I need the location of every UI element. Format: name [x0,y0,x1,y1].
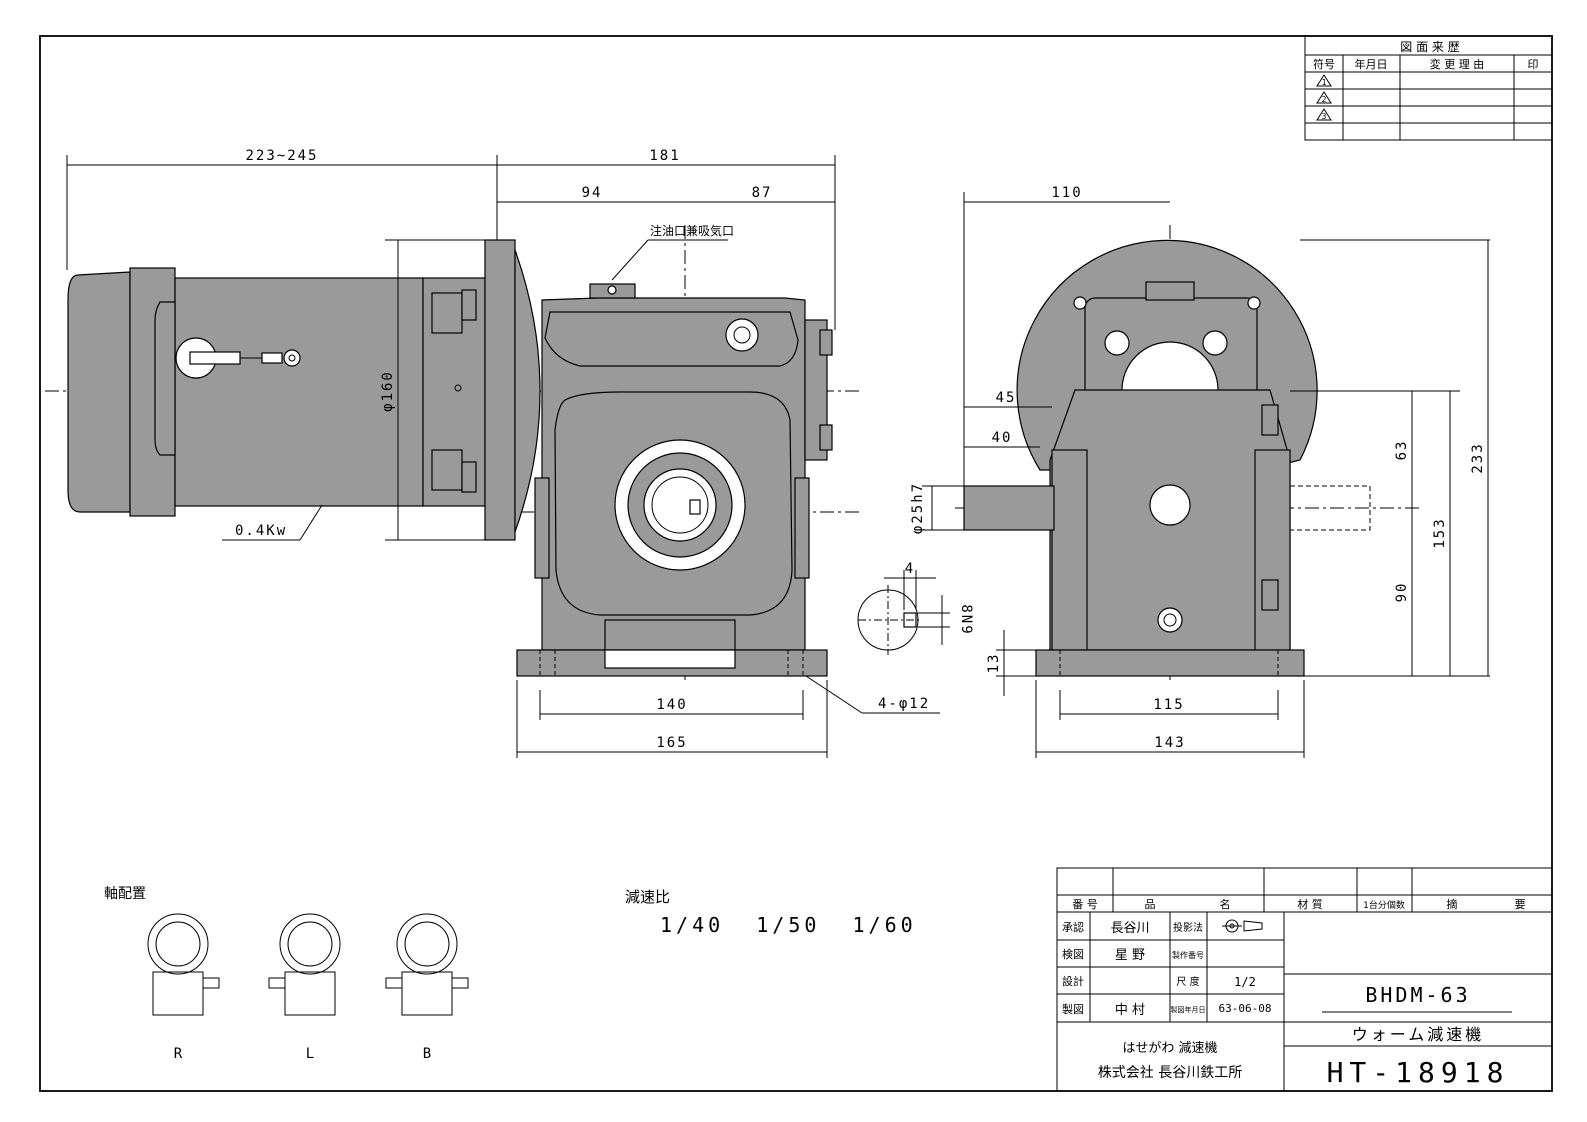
front-dimensions: 223~245 181 94 87 φ160 注油口兼吸気口 0.4Kw 140 [66,148,940,758]
revision-symbol-2: 2 [1322,95,1327,104]
keyway-detail: 4 8N9 [857,561,974,655]
tb-drawing-number: HT-18918 [1327,1056,1510,1089]
revision-block: 図 面 来 歴 符号 年月日 変 更 理 由 印 1 2 3 [1304,35,1553,141]
revision-triangle-1 [1316,74,1332,87]
tb-header-number: 番 号 [1072,898,1098,911]
tb-drawn-label: 製図 [1062,1002,1084,1016]
motor-power-label: 0.4Kw [235,523,287,539]
dim-233: 233 [1470,442,1486,473]
tb-scale-label: 尺 度 [1176,975,1199,988]
tb-approved-name: 長谷川 [1110,921,1149,936]
tb-company: 株式会社 長谷川鉄工所 [1098,1065,1242,1081]
revision-header-date: 年月日 [1355,57,1388,71]
side-dimensions: 110 45 40 φ25h7 63 90 153 233 13 [910,185,1490,758]
dim-phi25h7: φ25h7 [910,482,926,534]
dim-87: 87 [752,185,773,201]
oil-port-label: 注油口兼吸気口 [650,223,734,238]
dim-223-245: 223~245 [245,148,318,164]
dim-phi160: φ160 [380,370,396,412]
motor-body [67,239,541,541]
title-block: 番 号 品 名 材 質 1台分個数 摘 要 承認 長谷川 投影法 検図 星 野 … [1056,867,1553,1092]
dim-153: 153 [1432,517,1448,548]
gearbox-side [963,239,1371,677]
shaft-arrangement: 軸配置 R L B [104,886,469,1062]
dim-4: 4 [905,561,915,577]
arrangement-r: R [147,913,220,1062]
tb-drawn-name: 中 村 [1115,1003,1145,1018]
tb-date-label: 製図年月日 [1171,1005,1206,1014]
arrangement-l: L [268,913,341,1062]
arrangement-r-label: R [174,1046,183,1062]
drawing-frame [39,35,1553,1092]
tb-header-name-1: 品 [1145,898,1156,911]
tb-header-qty: 1台分個数 [1363,899,1405,911]
revision-triangle-3 [1316,108,1332,121]
dim-4-phi12: 4-φ12 [878,696,930,712]
dim-45: 45 [996,390,1017,406]
tb-checked-label: 検図 [1062,947,1084,961]
revision-header-symbol: 符号 [1313,58,1335,71]
tb-checked-name: 星 野 [1115,948,1145,963]
dim-8n9: 8N9 [958,604,974,635]
tb-brand: はせがわ 減速機 [1122,1040,1217,1056]
revision-header-seal: 印 [1528,58,1539,71]
dim-140: 140 [656,697,687,713]
tb-header-remarks-1: 摘 [1447,897,1458,911]
dim-63: 63 [1394,440,1410,461]
projection-symbol-icon [1222,919,1263,933]
dim-115: 115 [1153,697,1184,713]
tb-approved-label: 承認 [1062,920,1084,934]
dim-110: 110 [1051,185,1082,201]
dim-165: 165 [656,735,687,751]
revision-symbol-3: 3 [1322,112,1327,121]
tb-date-value: 63-06-08 [1219,1002,1272,1015]
tb-header-name-2: 名 [1220,897,1231,911]
revision-header-reason: 変 更 理 由 [1430,57,1485,71]
tb-scale-value: 1/2 [1234,975,1256,989]
dim-94: 94 [582,185,603,201]
ratio-values: 1/40 1/50 1/60 [660,913,917,937]
tb-projection-label: 投影法 [1173,921,1203,934]
tb-design-label: 設計 [1062,974,1084,988]
front-view: 223~245 181 94 87 φ160 注油口兼吸気口 0.4Kw 140 [45,148,940,758]
gearbox-front [516,283,833,677]
revision-triangle-2 [1316,91,1332,104]
dim-143: 143 [1154,735,1185,751]
tb-header-remarks-2: 要 [1515,898,1526,911]
tb-mfg-label: 製作番号 [1172,950,1204,960]
dim-13: 13 [986,653,1002,674]
arrangement-l-label: L [306,1046,314,1062]
arrangement-b: B [385,913,469,1062]
dim-40: 40 [992,430,1013,446]
revision-title: 図 面 来 歴 [1400,40,1459,54]
tb-product: ウォーム減速機 [1352,1025,1485,1044]
side-view: 110 45 40 φ25h7 63 90 153 233 13 [910,185,1490,758]
shaft-arrangement-label: 軸配置 [104,886,146,902]
ratio-label: 減速比 [625,888,670,906]
dim-181: 181 [649,148,680,164]
tb-model: BHDM-63 [1365,983,1470,1007]
revision-symbol-1: 1 [1322,78,1327,87]
dim-90: 90 [1394,582,1410,603]
tb-header-material: 材 質 [1297,897,1323,911]
arrangement-b-label: B [423,1046,431,1062]
